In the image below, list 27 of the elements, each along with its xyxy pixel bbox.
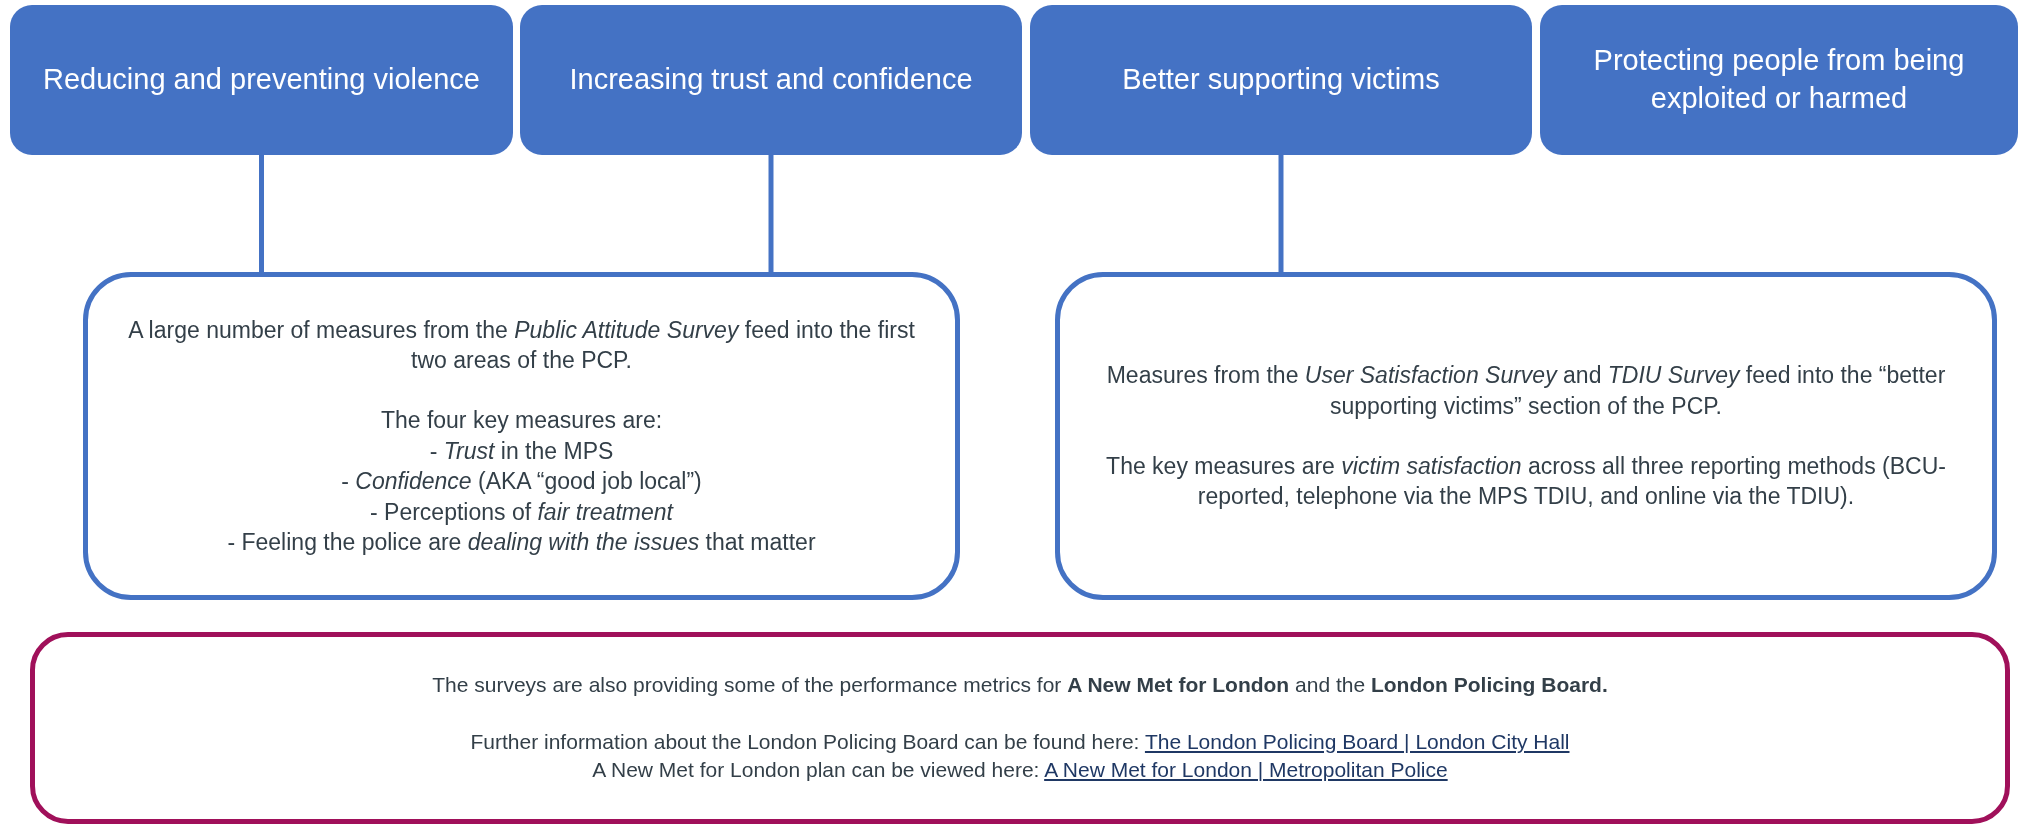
connector-line: [768, 155, 774, 272]
paragraph: The surveys are also providing some of the performance metrics for A New Met for London and the London Policing Board.: [432, 672, 1608, 699]
priority-title: Reducing and preventing violence: [43, 62, 480, 98]
list-item: - Perceptions of fair treatment: [370, 497, 673, 527]
paragraph: Measures from the User Satisfaction Survey and TDIU Survey feed into the “better supporting victims” section of the PCP.: [1105, 361, 1947, 421]
priority-title: Increasing trust and confidence: [569, 62, 973, 98]
priority-box: [1540, 5, 2018, 155]
connector-line: [259, 155, 264, 272]
info-text: A New Met for London plan can be viewed here:: [592, 758, 1040, 782]
list-item: - Confidence (AKA “good job local”): [341, 467, 702, 497]
info-text: Further information about the London Policing Board can be found here:: [470, 729, 1140, 753]
link: A New Met for London | Metropolitan Police: [1044, 758, 1448, 782]
list-item: - Trust in the MPS: [429, 436, 614, 466]
note-box: [30, 632, 2010, 824]
link: The London Policing Board | London City Hall: [1144, 729, 1570, 753]
priority-box: [10, 5, 513, 155]
info-box: [83, 272, 960, 600]
list-item: - Feeling the police are dealing with the issues that matter: [227, 527, 816, 557]
priority-title: Better supporting victims: [1122, 62, 1440, 98]
priority-box: [1030, 5, 1532, 155]
priority-box: [520, 5, 1022, 155]
connector-line: [1278, 155, 1284, 272]
paragraph: The key measures are victim satisfaction across all three reporting methods (BCU-reported, telephone via the MPS TDIU, and online via the TDIU).: [1105, 452, 1947, 512]
priority-title: Protecting people from being exploited or harmed: [1592, 43, 1966, 116]
info-box: [1055, 272, 1997, 600]
list-heading: The four key measures are:: [380, 406, 663, 436]
paragraph: A large number of measures from the Public Attitude Survey feed into the first two areas of the PCP.: [127, 315, 916, 376]
